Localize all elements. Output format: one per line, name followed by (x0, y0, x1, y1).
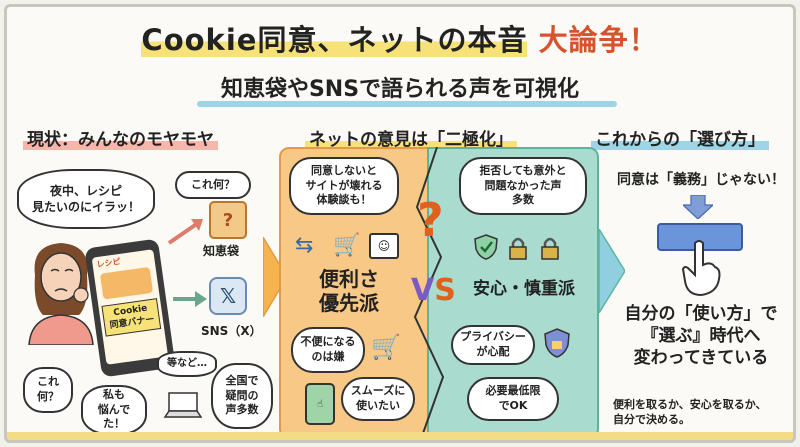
sns-label: SNS（X） (201, 324, 262, 338)
title-main: Cookie同意、ネットの本音 (141, 23, 528, 57)
bubble-minimum-ok: 必要最低限 でOK (467, 377, 559, 421)
bottom-highlight (7, 432, 793, 440)
chevron-arrow-left (263, 237, 287, 317)
bubble-smooth-use: スムーズに 使いたい (341, 377, 415, 421)
bubble-dislike-inconvenience: 不便になる のは嫌 (291, 327, 365, 373)
profile-card-icon: ☺ (369, 233, 399, 259)
chiebukuro-label: 知恵袋 (203, 244, 240, 258)
chiebukuro-icon: ? (209, 201, 247, 239)
laptop-icon (163, 392, 203, 418)
bubble-site-breaks: 同意しないと サイトが壊れる 体験談も！ (289, 157, 399, 215)
shield-check-icon (474, 234, 498, 260)
cloud-etc: 等など… (157, 351, 217, 377)
page-title: Cookie同意、ネットの本音 大論争！ (7, 17, 793, 59)
down-arrow-icon (683, 195, 713, 219)
x-logo-icon: 𝕏 (209, 277, 247, 315)
page-subtitle: 知恵袋やSNSで語られる声を可視化 (7, 71, 793, 103)
padlock-icon (509, 237, 527, 260)
bubble-privacy-worry: プライバシー が心配 (451, 325, 535, 365)
section-heading-opinions: ネットの意見は「二極化」 (305, 125, 517, 150)
worried-woman-illustration (28, 243, 94, 345)
cart-icon: 🛒 (333, 233, 361, 258)
choose-summary-text: 便利を取るか、安心を取るか、 自分で決める。 (613, 398, 767, 427)
versus-mark: VS (411, 273, 456, 308)
cloud-nationwide: 全国で 疑問の 声多数 (211, 363, 273, 429)
phone-screen: レシピ Cookie 同意バナー (91, 249, 169, 365)
transfer-arrows-icon: ⇆ (295, 233, 314, 258)
food-image (99, 266, 154, 300)
shield-lock-icon (544, 328, 570, 358)
speech-bubble-midnight: 夜中、レシピ 見たいのにイラッ！ (17, 169, 155, 229)
cloud-me-too: 私も 悩んでた！ (81, 385, 147, 435)
cart-icon-2: 🛒 (371, 333, 401, 361)
chevron-arrow-right (599, 229, 625, 313)
arrow-to-chiebukuro (167, 219, 203, 245)
smartphone-hand-icon: ☝ (305, 383, 335, 425)
section-heading-future: これからの「選び方」 (591, 125, 769, 150)
title-accent: 大論争！ (538, 23, 659, 57)
bubble-rejected-ok: 拒否しても意外と 問題なかった声 多数 (459, 157, 587, 215)
convenience-first-label: 便利さ 優先派 (319, 267, 379, 315)
arrow-to-sns (173, 291, 207, 307)
whiteboard: Cookie同意、ネットの本音 大論争！ 知恵袋やSNSで語られる声を可視化 現… (4, 4, 796, 443)
section-heading-current: 現状：みんなのモヤモヤ (23, 125, 218, 150)
subtitle-underline (197, 101, 617, 107)
cookie-banner: Cookie 同意バナー (101, 298, 162, 338)
choose-era-text: 自分の「使い方」で 『選ぶ』時代へ 変わってきている (624, 304, 778, 369)
consent-not-duty-heading: 同意は「義務」じゃない！ (617, 172, 785, 188)
question-mark: ? (417, 193, 444, 247)
subtitle-text: 知恵袋やSNSで語られる声を可視化 (220, 77, 580, 102)
lightning-divider (413, 147, 445, 439)
cloud-what: これ 何？ (23, 367, 73, 413)
padlock-icon-2 (541, 237, 559, 260)
speech-bubble-what: これ何？ (175, 171, 251, 199)
pointing-hand-icon (681, 240, 721, 297)
safety-cautious-label: 安心・慎重派 (473, 279, 575, 299)
